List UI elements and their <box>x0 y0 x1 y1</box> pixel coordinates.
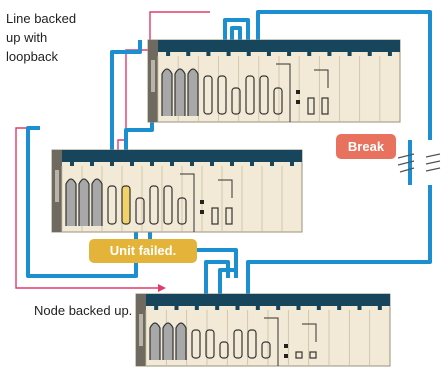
io-unit <box>231 87 241 115</box>
io-unit <box>149 185 159 225</box>
io-unit <box>205 329 215 359</box>
io-unit <box>163 185 173 225</box>
io-unit <box>273 87 283 115</box>
break-badge: Break <box>336 134 396 159</box>
io-unit <box>135 197 145 225</box>
io-unit <box>259 75 269 115</box>
io-unit <box>177 197 187 225</box>
unit-failed-badge: Unit failed. <box>89 239 197 263</box>
io-unit <box>107 185 117 225</box>
io-unit <box>247 329 257 359</box>
io-unit <box>261 341 271 359</box>
node-middle <box>51 149 303 233</box>
racks <box>51 39 401 367</box>
io-unit <box>219 341 229 359</box>
line-backed-up-label: Line backed up with loopback <box>6 11 77 64</box>
io-unit <box>233 329 243 359</box>
io-unit <box>191 329 201 359</box>
cable-break-icon <box>397 153 441 173</box>
failed-unit <box>121 185 131 225</box>
io-unit <box>217 75 227 115</box>
io-unit <box>245 75 255 115</box>
node-top <box>147 39 401 123</box>
node-backed-up-label: Node backed up. <box>34 303 133 318</box>
io-unit <box>203 75 213 115</box>
node-bottom <box>135 293 391 367</box>
